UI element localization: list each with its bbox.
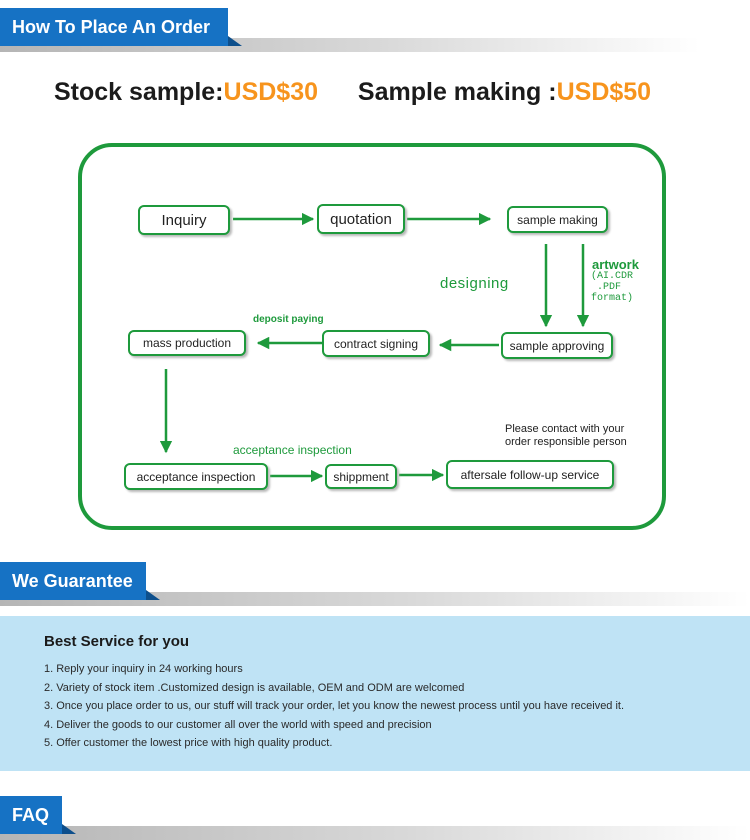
label-acceptance-inspection: acceptance inspection [233, 443, 352, 457]
order-section-title: How To Place An Order [12, 17, 211, 37]
order-section-tab: How To Place An Order [0, 8, 242, 46]
sample-making-label: Sample making : [357, 78, 557, 106]
guarantee-header-bar [0, 592, 750, 606]
guarantee-section-tab: We Guarantee [0, 562, 160, 600]
sample-making-price: USD$50 [556, 78, 652, 106]
guarantee-item: 3. Once you place order to us, our stuff… [44, 700, 625, 712]
tab-fold-decoration [62, 824, 76, 834]
node-sample-approving: sample approving [501, 332, 613, 359]
node-mass-production: mass production [128, 330, 246, 356]
node-sample-making: sample making [507, 206, 608, 233]
stock-sample-label: Stock sample: [54, 78, 224, 106]
label-artwork-formats-1: (AI.CDR [591, 271, 634, 282]
tab-fold-decoration [228, 36, 242, 46]
label-artwork-formats-2: .PDF [597, 282, 622, 293]
label-contact-line1: Please contact with your [505, 423, 625, 435]
label-artwork-formats-3: format) [591, 293, 634, 304]
node-acceptance-inspection: acceptance inspection [124, 463, 268, 490]
guarantee-list: 1. Reply your inquiry in 24 working hour… [44, 660, 624, 753]
label-contact-line2: order responsible person [505, 436, 627, 448]
guarantee-item: 1. Reply your inquiry in 24 working hour… [44, 663, 243, 675]
guarantee-panel-title: Best Service for you [44, 633, 190, 650]
node-shippment: shippment [325, 464, 397, 489]
node-aftersale: aftersale follow-up service [446, 460, 614, 489]
guarantee-panel: Best Service for you 1. Reply your inqui… [0, 616, 750, 771]
node-quotation: quotation [317, 204, 405, 234]
label-artwork: artwork [592, 257, 639, 272]
faq-section-title: FAQ [12, 805, 50, 825]
node-inquiry: Inquiry [138, 205, 230, 235]
label-deposit-paying: deposit paying [253, 314, 324, 325]
faq-header-bar [0, 826, 750, 840]
guarantee-item: 4. Deliver the goods to our customer all… [44, 718, 432, 731]
tab-fold-decoration [146, 590, 160, 600]
node-contract-signing: contract signing [322, 330, 430, 357]
label-designing: designing [440, 275, 509, 292]
order-flow-frame [78, 143, 666, 530]
guarantee-item: 2. Variety of stock item .Customized des… [44, 681, 465, 694]
faq-section-tab: FAQ [0, 796, 76, 834]
price-line: Stock sample:USD$30 Sample making :USD$5… [54, 78, 651, 107]
guarantee-section-title: We Guarantee [12, 571, 133, 591]
stock-sample-price: USD$30 [223, 78, 319, 106]
guarantee-item: 5. Offer customer the lowest price with … [44, 737, 333, 749]
